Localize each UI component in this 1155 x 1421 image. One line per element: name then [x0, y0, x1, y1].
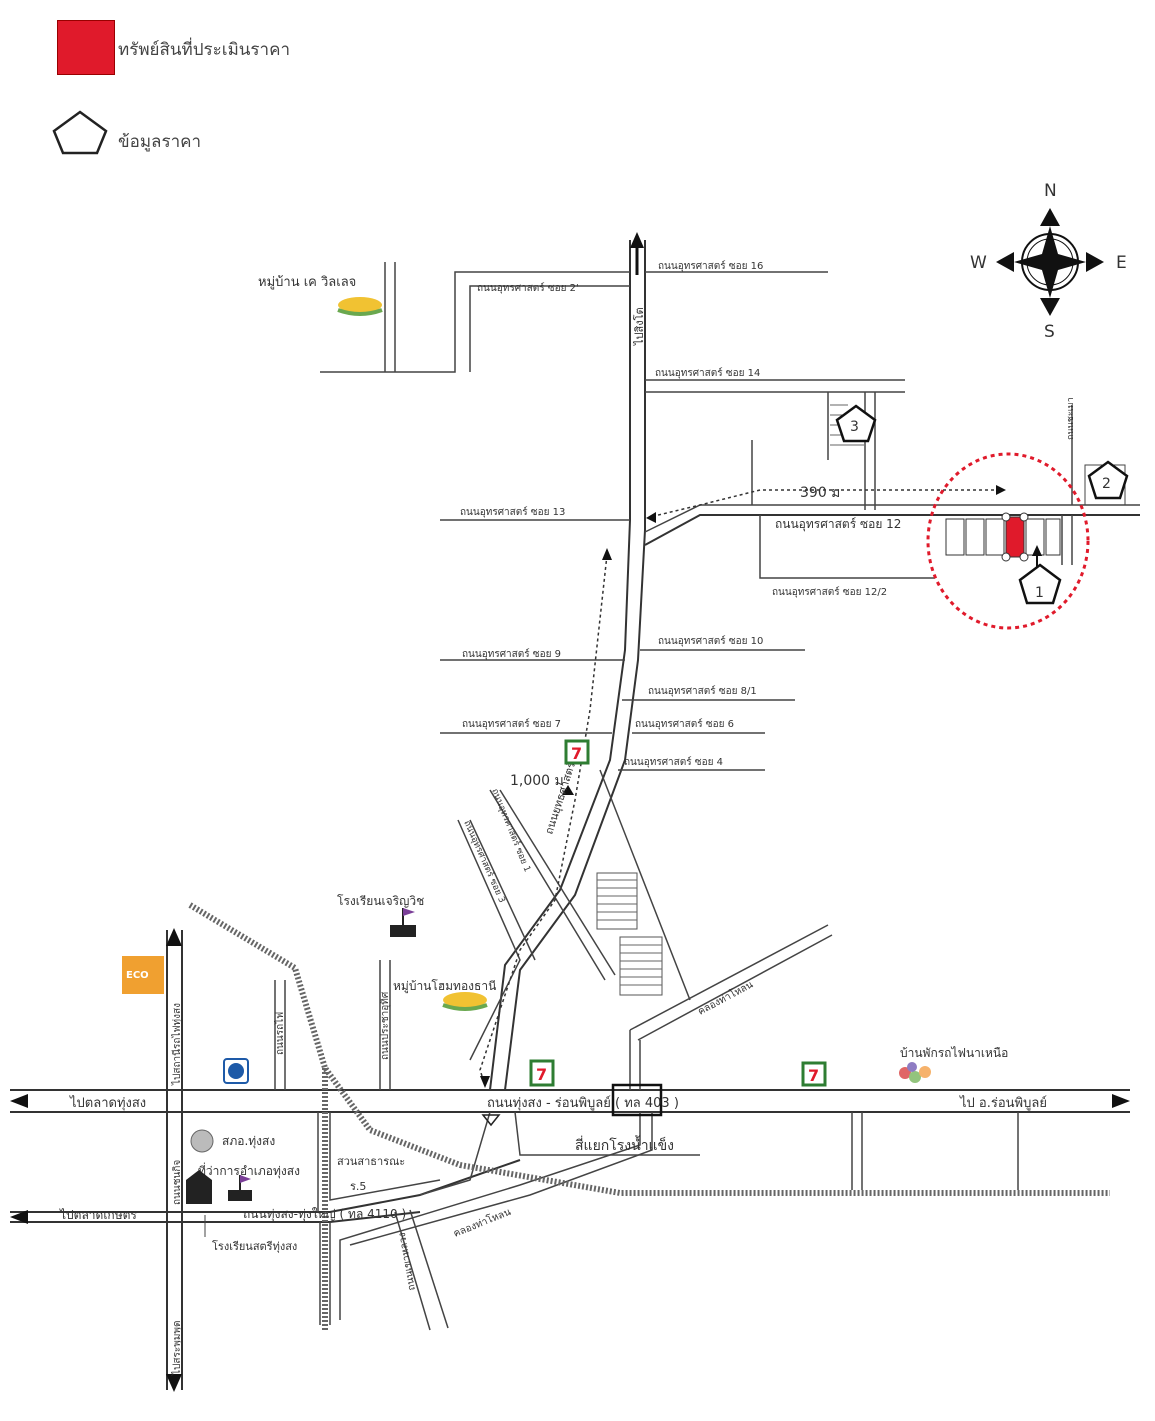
label-canal-2: คลองท่าโหลน — [451, 1205, 512, 1240]
label-soi13: ถนนอุทรศาสตร์ ซอย 13 — [460, 506, 565, 518]
district-office-icon — [186, 1170, 212, 1204]
svg-text:7: 7 — [808, 1066, 819, 1085]
label-north-arrow-road: ไปสิงโต — [632, 307, 646, 346]
flowers-icon — [899, 1062, 931, 1083]
legend-comparable-label: ข้อมูลราคา — [118, 132, 202, 152]
row-houses — [945, 518, 1061, 556]
label-rot-fai: ถนนรถไฟ — [274, 1012, 286, 1055]
distance-arrows — [479, 485, 1006, 1088]
subject-property-marker[interactable] — [1005, 516, 1025, 558]
label-soi2x: ถนนอุทรศาสตร์ ซอย 2' — [477, 282, 579, 294]
pentagon-3-icon — [835, 404, 877, 443]
label-soi16: ถนนอุทรศาสตร์ ซอย 16 — [658, 260, 763, 272]
label-soi7: ถนนอุทรศาสตร์ ซอย 7 — [462, 718, 561, 730]
compass-w: W — [970, 253, 987, 273]
place-train-rest: บ้านพักรถไฟนาเหนือ — [900, 1046, 1008, 1060]
label-canal-1: คลองท่าโหลน — [695, 978, 755, 1018]
label-soi-right: ถนนชะเมา — [1066, 397, 1076, 440]
subject-highlight-ellipse — [926, 452, 1090, 630]
svg-text:7: 7 — [571, 744, 582, 763]
svg-text:7: 7 — [536, 1065, 547, 1084]
label-soi8-1: ถนนอุทรศาสตร์ ซอย 8/1 — [648, 685, 757, 697]
label-to-ron-phibun: ไป อ.ร่อนพิบูลย์ — [959, 1095, 1047, 1111]
place-ice-junction: สี่แยกโรงน้ำแข็ง — [575, 1135, 674, 1154]
svg-text:ECO: ECO — [126, 970, 149, 981]
place-charoen-school: โรงเรียนเจริญวิช — [337, 894, 424, 908]
label-to-station: ไปสถานีรถไฟทุ่งสง — [171, 1003, 183, 1086]
comparable-marker-1[interactable]: 1 — [1018, 563, 1062, 605]
place-home-village: หมู่บ้านโฮมทองธานี — [393, 979, 496, 994]
label-soi4: ถนนอุทรศาสตร์ ซอย 4 — [624, 756, 723, 768]
label-shortcut-1: ถนนอุทรศาสตร์ ซอย 1 — [489, 787, 534, 874]
distance-1000: 1,000 ม — [510, 773, 564, 789]
place-police: สภอ.ทุ่งสง — [222, 1134, 275, 1149]
place-district-office: ที่ว่าการอำเภอทุ่งสง — [198, 1162, 300, 1179]
convenience-store-icon: 7 — [801, 1061, 827, 1087]
label-chonkitmai: ถนนชนกิจ — [172, 1160, 183, 1205]
police-emblem-icon — [190, 1129, 214, 1153]
label-soi9: ถนนอุทรศาสตร์ ซอย 9 — [462, 648, 561, 660]
label-soi12-2: ถนนอุทรศาสตร์ ซอย 12/2 — [772, 586, 887, 598]
label-soi10: ถนนอุทรศาสตร์ ซอย 10 — [658, 635, 763, 647]
mall-logo-icon: ECO — [122, 956, 164, 994]
label-shortcut-2: ถนนอุทรศาสตร์ ซอย 3 — [461, 818, 508, 904]
school-flag-icon — [390, 908, 416, 937]
comparable-marker-3[interactable]: 3 — [835, 404, 877, 443]
label-to-tungsong-market: ไปตลาดทุ่งสง — [69, 1095, 146, 1111]
label-chonkitmai-south: ไปสระพุมพุด — [171, 1321, 183, 1377]
pentagon-2-icon — [1087, 460, 1129, 500]
k-village-logo-icon — [337, 297, 383, 316]
place-k-village: หมู่บ้าน เค วิลเลจ — [258, 275, 356, 290]
place-public-park: สวนสาธารณะ — [337, 1155, 405, 1168]
road-network — [320, 232, 1140, 1091]
girls-school-flag-icon — [228, 1175, 252, 1201]
home-village-logo-icon — [442, 992, 488, 1011]
legend-subject-label: ทรัพย์สินที่ประเมินราคา — [118, 40, 290, 60]
compass-s: S — [1044, 322, 1055, 342]
pentagon-1-icon — [1018, 563, 1062, 605]
comparable-marker-2[interactable]: 2 — [1087, 460, 1129, 500]
compass-n: N — [1044, 181, 1057, 201]
place-park-no: ร.5 — [350, 1180, 366, 1193]
convenience-store-icon: 7 — [529, 1059, 555, 1087]
place-girls-school: โรงเรียนสตรีทุ่งสง — [212, 1239, 297, 1253]
label-prachautit: ถนนประชาอุทิศ — [380, 991, 391, 1060]
label-hwy4110: ถนนทุ่งสง-ทุ่งใหญ่ ( ทล 4110 ) — [243, 1207, 406, 1222]
traffic-sign-icon — [223, 1058, 249, 1084]
marker-1-label: 1 — [1035, 585, 1044, 601]
label-hwy403: ถนนทุ่งสง - ร่อนพิบูลย์ ( ทล 403 ) — [487, 1095, 679, 1111]
legend-pentagon-icon — [52, 110, 108, 155]
distance-390: 390 ม — [800, 485, 840, 501]
legend-subject-swatch — [57, 20, 115, 75]
label-soi14: ถนนอุทรศาสตร์ ซอย 14 — [655, 367, 760, 379]
compass-e: E — [1116, 253, 1127, 273]
label-to-kaset-market: ไปตลาดเกษตร — [59, 1208, 137, 1222]
label-soi6: ถนนอุทรศาสตร์ ซอย 6 — [635, 718, 734, 730]
road-network-south — [10, 902, 1130, 1392]
label-soi12: ถนนอุทรศาสตร์ ซอย 12 — [775, 517, 901, 532]
label-khao-luang: ถนนเขาหลวง — [397, 1231, 418, 1291]
marker-3-label: 3 — [850, 419, 859, 435]
marker-2-label: 2 — [1102, 476, 1111, 492]
convenience-store-icon: 7 — [564, 739, 590, 765]
compass-icon — [996, 208, 1104, 316]
label-main-vertical: ถนนยุทธศาสตร์ — [542, 760, 578, 835]
